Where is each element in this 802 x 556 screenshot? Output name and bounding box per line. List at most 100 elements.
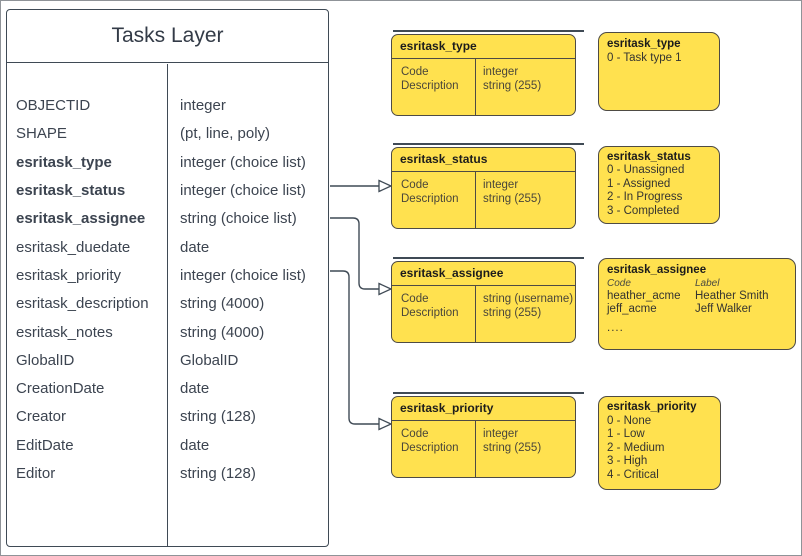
field-name: CreationDate (16, 380, 105, 398)
field-type: string (choice list) (180, 210, 297, 228)
field-name: esritask_status (16, 182, 126, 200)
field-name: GlobalID (16, 351, 75, 369)
field-type: date (180, 238, 210, 256)
field-row: esritask_notes string (4000) (7, 318, 328, 346)
field-type: string (128) (180, 465, 256, 482)
domain-box-title: esritask_type (392, 35, 575, 59)
legend-assignee-label: Jeff Walker (695, 303, 752, 315)
legend-title: esritask_assignee (607, 264, 707, 276)
legend-assignee-label: Heather Smith (695, 289, 769, 302)
field-type: integer (choice list) (180, 182, 306, 200)
defbox-top-line (393, 392, 584, 394)
domain-box-title: esritask_status (392, 148, 575, 172)
domain-box-divider (475, 58, 476, 115)
field-name: esritask_notes (16, 323, 113, 341)
legend-title: esritask_type (607, 38, 681, 50)
field-name: Creator (16, 408, 67, 426)
legend-item: 1 - Low (607, 428, 645, 440)
field-type: GlobalID (180, 351, 239, 369)
field-row: SHAPE (pt, line, poly) (7, 120, 328, 148)
legend-esritask-assignee: esritask_assignee Code Label heather_acm… (598, 258, 796, 350)
connector-priority (330, 270, 379, 425)
field-type: integer (choice list) (180, 153, 306, 171)
field-name: esritask_type (16, 153, 112, 171)
defbox-top-line (393, 30, 584, 32)
legend-col-header-code: Code (607, 277, 631, 289)
domain-field-type: integer (483, 427, 519, 440)
arrowhead-status (378, 179, 393, 193)
legend-esritask-type: esritask_type 0 - Task type 1 (598, 32, 720, 111)
defbox-top-line (393, 257, 584, 259)
arrowhead-assignee (378, 282, 393, 296)
legend-item: 4 - Critical (607, 468, 659, 481)
domain-box-esritask-status: esritask_status Code Description integer… (391, 147, 576, 229)
domain-field-label: Code (401, 427, 429, 440)
table-title: Tasks Layer (7, 10, 328, 63)
legend-item: 0 - Task type 1 (607, 51, 682, 64)
domain-field-type: string (255) (483, 79, 542, 92)
domain-field-label: Description (401, 79, 459, 92)
domain-box-esritask-assignee: esritask_assignee Code Description strin… (391, 261, 576, 343)
legend-esritask-priority: esritask_priority 0 - None 1 - Low 2 - M… (598, 396, 721, 490)
field-type: string (128) (180, 408, 256, 426)
field-row: esritask_duedate date (7, 233, 328, 261)
field-name: OBJECTID (16, 97, 91, 115)
legend-item: 2 - Medium (607, 441, 665, 454)
legend-item: 1 - Assigned (607, 177, 671, 190)
field-type: string (4000) (180, 323, 265, 341)
field-name: esritask_duedate (16, 238, 131, 256)
domain-field-label: Description (401, 192, 459, 205)
domain-field-type: string (255) (483, 306, 542, 319)
legend-more-indicator: .... (607, 321, 624, 334)
domain-box-esritask-type: esritask_type Code Description integer s… (391, 34, 576, 116)
domain-field-label: Code (401, 292, 429, 305)
domain-field-type: string (255) (483, 441, 542, 454)
field-name: Editor (16, 465, 56, 482)
field-type: integer (choice list) (180, 266, 306, 284)
legend-item: 3 - Completed (607, 204, 680, 217)
field-name: SHAPE (16, 125, 67, 143)
domain-field-label: Code (401, 178, 429, 191)
legend-esritask-status: esritask_status 0 - Unassigned 1 - Assig… (598, 146, 720, 224)
legend-item: 0 - None (607, 414, 652, 427)
domain-box-divider (475, 420, 476, 477)
domain-box-esritask-priority: esritask_priority Code Description integ… (391, 396, 576, 478)
field-row: esritask_status integer (choice list) (7, 176, 328, 204)
legend-col-header-label: Label (695, 277, 720, 289)
field-name: esritask_assignee (16, 210, 146, 228)
domain-field-type: integer (483, 178, 519, 191)
domain-box-title: esritask_assignee (392, 262, 575, 286)
domain-field-type: string (username) (483, 292, 574, 305)
domain-box-divider (475, 171, 476, 228)
domain-box-title: esritask_priority (392, 397, 575, 421)
field-row: GlobalID GlobalID (7, 346, 328, 374)
legend-title: esritask_status (607, 151, 691, 163)
field-row: CreationDate date (7, 374, 328, 402)
field-name: esritask_priority (16, 266, 122, 284)
column-divider (167, 63, 168, 546)
field-row: esritask_assignee string (choice list) (7, 205, 328, 233)
domain-field-label: Code (401, 65, 429, 78)
field-type: string (4000) (180, 295, 265, 313)
domain-field-label: Description (401, 441, 459, 454)
field-type: date (180, 436, 210, 454)
legend-assignee-code: jeff_acme (607, 303, 657, 315)
field-type: date (180, 380, 210, 398)
defbox-top-line (393, 143, 584, 145)
field-row: Editor string (128) (7, 459, 328, 487)
field-name: esritask_description (16, 295, 149, 313)
legend-title: esritask_priority (607, 401, 697, 413)
arrowhead-priority (378, 417, 393, 431)
domain-field-type: integer (483, 65, 519, 78)
field-row: esritask_type integer (choice list) (7, 148, 328, 176)
field-row: Creator string (128) (7, 403, 328, 431)
field-row: esritask_priority integer (choice list) (7, 261, 328, 289)
field-row: esritask_description string (4000) (7, 290, 328, 318)
field-type: (pt, line, poly) (180, 125, 271, 143)
legend-item: 3 - High (607, 455, 648, 467)
legend-item: 0 - Unassigned (607, 164, 685, 177)
legend-assignee-code: heather_acme (607, 289, 681, 302)
